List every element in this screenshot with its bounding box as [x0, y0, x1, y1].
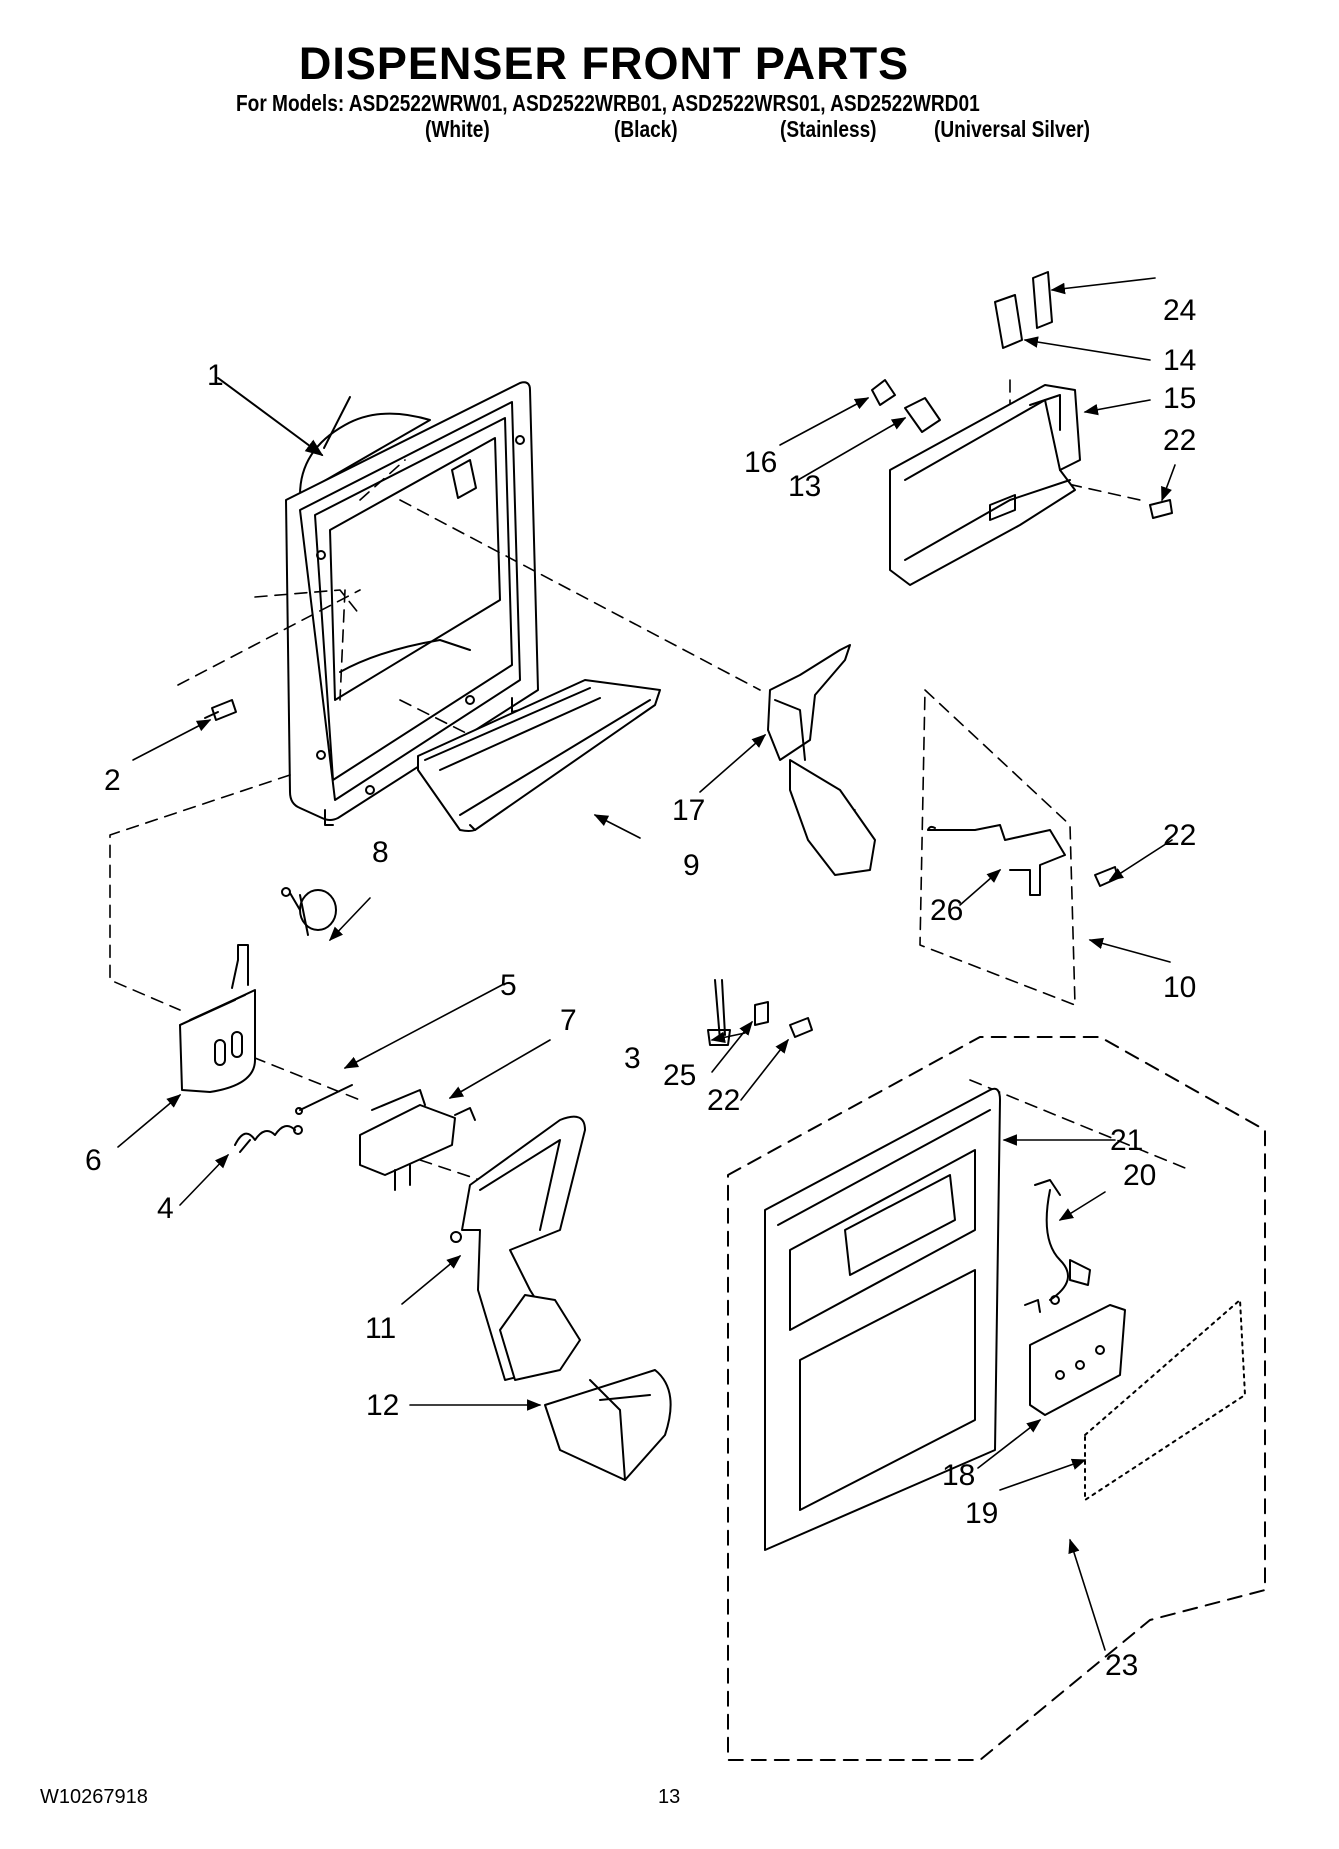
- callout-13: 13: [788, 470, 821, 503]
- part-6-module: [179, 944, 256, 1093]
- part-18-control-board: [1029, 1304, 1126, 1416]
- color-label-black: (Black): [614, 116, 678, 142]
- part-9-drip-tray: [417, 679, 661, 832]
- callout-25: 25: [663, 1059, 696, 1092]
- part-19-overlay: [1084, 1299, 1246, 1501]
- part-20-wire-harness: [1024, 1179, 1091, 1313]
- part-10-bracket-group: [919, 689, 1076, 1006]
- color-label-white: (White): [425, 116, 490, 142]
- callout-26: 26: [930, 894, 963, 927]
- callout-16: 16: [744, 446, 777, 479]
- color-label-stainless: (Stainless): [780, 116, 877, 142]
- part-17-water-lever: [767, 644, 876, 876]
- part-1-housing-frame: [285, 381, 539, 826]
- callout-24: 24: [1163, 294, 1196, 327]
- callout-3: 3: [624, 1042, 641, 1075]
- part-5-pin: [295, 1084, 353, 1115]
- callout-6: 6: [85, 1144, 102, 1177]
- models-line: For Models: ASD2522WRW01, ASD2522WRB01, …: [236, 90, 980, 116]
- callout-22-center: 22: [707, 1084, 740, 1117]
- callout-11: 11: [365, 1312, 396, 1345]
- part-16-bulb: [871, 379, 896, 406]
- callout-19: 19: [965, 1497, 998, 1530]
- callout-14: 14: [1163, 344, 1196, 377]
- callout-5: 5: [500, 969, 517, 1002]
- callout-17: 17: [672, 794, 705, 827]
- part-3-actuator: [707, 979, 731, 1046]
- part-13-socket: [904, 397, 941, 433]
- callout-1: 1: [207, 359, 224, 392]
- callout-10: 10: [1163, 971, 1196, 1004]
- page-title: DISPENSER FRONT PARTS: [298, 38, 910, 89]
- part-24-plate: [1032, 271, 1053, 329]
- callout-12: 12: [366, 1389, 399, 1422]
- callout-8: 8: [372, 836, 389, 869]
- part-12-chute: [544, 1369, 672, 1481]
- callout-22-top: 22: [1163, 424, 1196, 457]
- part-7-switch: [359, 1089, 476, 1191]
- part-15-housing: [889, 384, 1081, 586]
- color-label-universal-silver: (Universal Silver): [934, 116, 1090, 142]
- callout-4: 4: [157, 1192, 174, 1225]
- part-21-panel: [764, 1087, 1001, 1551]
- part-23-front-panel-assembly: [727, 1036, 1266, 1761]
- part-25-shim: [754, 1001, 769, 1026]
- part-22-screws: [789, 499, 1173, 1038]
- callout-7: 7: [560, 1004, 577, 1037]
- callout-20: 20: [1123, 1159, 1156, 1192]
- callout-21: 21: [1110, 1124, 1143, 1157]
- part-14-clip: [994, 294, 1023, 349]
- callout-18: 18: [942, 1459, 975, 1492]
- leader-lines: [117, 277, 1176, 1651]
- part-8-bulb: [281, 887, 337, 936]
- callout-9: 9: [683, 849, 700, 882]
- callout-numbers: 1 2 3 4 5 6 7 8 9 10 11 12 13 14 15 16 1…: [85, 294, 1196, 1682]
- callout-2: 2: [104, 764, 121, 797]
- part-4-spring: [234, 1125, 303, 1153]
- callout-22-right: 22: [1163, 819, 1196, 852]
- callout-23: 23: [1105, 1649, 1138, 1682]
- document-number: W10267918: [40, 1786, 148, 1808]
- callout-15: 15: [1163, 382, 1196, 415]
- part-11-ice-lever: [450, 1115, 586, 1381]
- part-2-screw: [204, 699, 237, 721]
- page-number: 13: [658, 1786, 681, 1808]
